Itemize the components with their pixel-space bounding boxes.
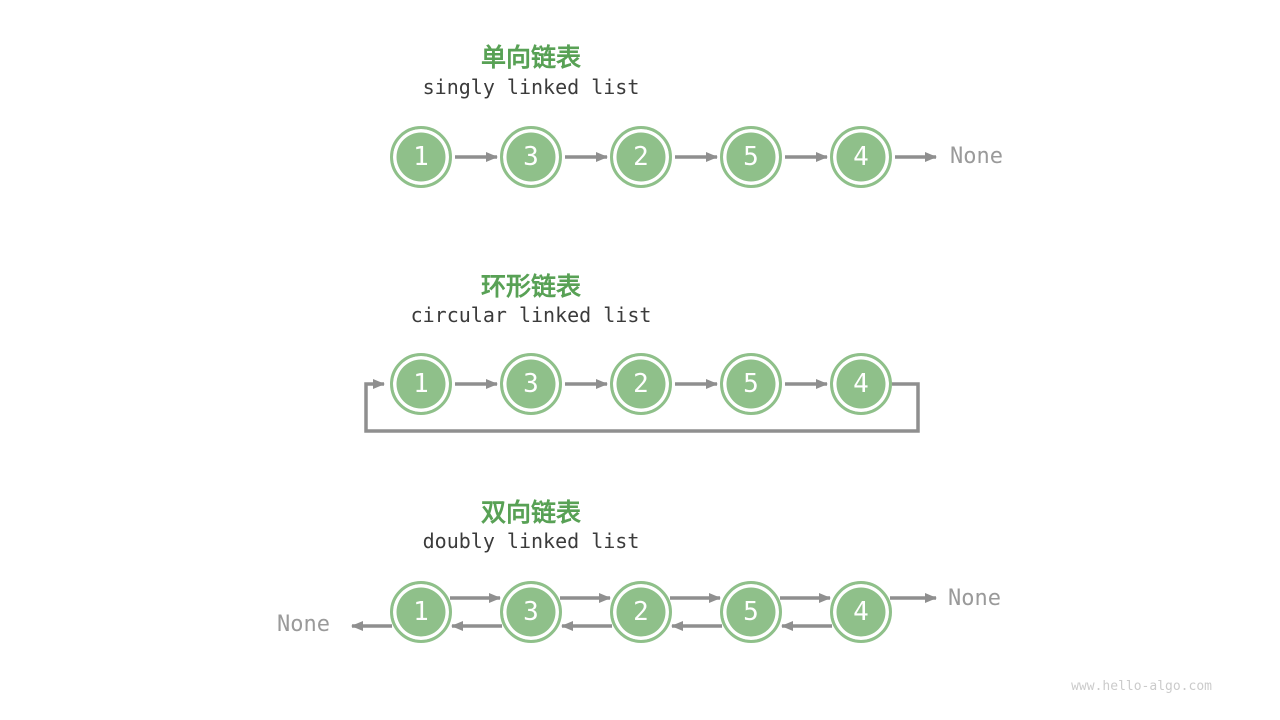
- node-value: 3: [523, 369, 539, 399]
- singly-node-2: 3: [500, 126, 562, 188]
- node-value: 2: [633, 597, 649, 627]
- node-value: 4: [853, 369, 869, 399]
- doubly-node-5: 4: [830, 581, 892, 643]
- node-value: 2: [633, 142, 649, 172]
- doubly-tail-none-label: None: [948, 586, 1001, 611]
- node-value: 3: [523, 597, 539, 627]
- node-value: 3: [523, 142, 539, 172]
- node-value: 1: [413, 597, 429, 627]
- node-value: 2: [633, 369, 649, 399]
- doubly-node-3: 2: [610, 581, 672, 643]
- singly-node-1: 1: [390, 126, 452, 188]
- circular-list-title-en: circular linked list: [410, 303, 652, 327]
- doubly-list-title-en: doubly linked list: [422, 529, 640, 553]
- circular-node-2: 3: [500, 353, 562, 415]
- singly-node-5: 4: [830, 126, 892, 188]
- node-value: 5: [743, 142, 759, 172]
- circular-list-arrows: [364, 379, 920, 433]
- node-value: 1: [413, 369, 429, 399]
- loop-back-arrow: [364, 379, 920, 433]
- doubly-list-arrows: [351, 593, 937, 631]
- node-value: 1: [413, 142, 429, 172]
- singly-list-title-zh: 单向链表: [480, 43, 581, 72]
- doubly-list-title-zh: 双向链表: [480, 498, 581, 527]
- node-value: 5: [743, 369, 759, 399]
- doubly-node-2: 3: [500, 581, 562, 643]
- singly-tail-none-label: None: [950, 144, 1003, 169]
- circular-list-title-zh: 环形链表: [480, 272, 581, 301]
- doubly-node-4: 5: [720, 581, 782, 643]
- watermark: www.hello-algo.com: [1071, 679, 1212, 694]
- singly-list-title-en: singly linked list: [422, 75, 640, 99]
- singly-node-3: 2: [610, 126, 672, 188]
- circular-node-3: 2: [610, 353, 672, 415]
- doubly-head-none-label: None: [277, 612, 330, 637]
- node-value: 5: [743, 597, 759, 627]
- circular-node-4: 5: [720, 353, 782, 415]
- node-value: 4: [853, 142, 869, 172]
- circular-node-5: 4: [830, 353, 892, 415]
- singly-node-4: 5: [720, 126, 782, 188]
- doubly-node-1: 1: [390, 581, 452, 643]
- node-value: 4: [853, 597, 869, 627]
- circular-node-1: 1: [390, 353, 452, 415]
